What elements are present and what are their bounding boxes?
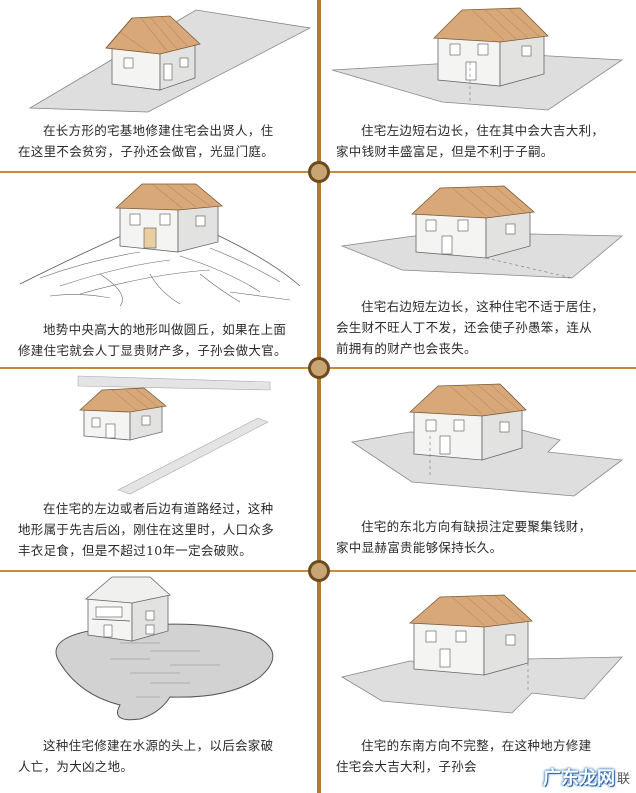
caption-line: 前拥有的财产也会丧失。 (336, 341, 477, 356)
caption-line: 这种住宅修建在水源的头上，以后会家破 (43, 738, 274, 753)
caption-line: 丰衣足食，但是不超过10年一定会破败。 (18, 543, 253, 558)
watermark-logo: 广东龙网 (542, 768, 615, 789)
caption-line: 住宅右边短左边长，这种住宅不适于居住， (361, 299, 605, 314)
panel-caption: 这种住宅修建在水源的头上，以后会家破 人亡，为大凶之地。 (18, 735, 310, 777)
divider-knot-2 (308, 357, 330, 379)
divider-knot-3 (308, 560, 330, 582)
caption-line: 修建住宅就会人丁显贵财产多，子孙会做大官。 (18, 343, 287, 358)
panel-rectangular-plot: 在长方形的宅基地修建住宅会出贤人，住 在这里不会贫穷，子孙还会做官，光显门庭。 (0, 0, 316, 170)
caption-line: 住宅左边短右边长，住在其中会大吉大利， (361, 123, 605, 138)
panel-caption: 在住宅的左边或者后边有道路经过，这种 地形属于先吉后凶，刚住在这里时，人口众多 … (18, 498, 310, 561)
caption-line: 地形属于先吉后凶，刚住在这里时，人口众多 (18, 522, 275, 537)
caption-line: 人亡，为大凶之地。 (18, 759, 134, 774)
caption-line: 家中显赫富贵能够保持长久。 (336, 540, 503, 555)
panel-caption: 住宅的东北方向有缺损注定要聚集钱财， 家中显赫富贵能够保持长久。 (336, 516, 628, 558)
caption-line: 住宅的东南方向不完整，在这种地方修建 (361, 738, 592, 753)
panel-caption: 住宅的东南方向不完整，在这种地方修建 住宅会大吉大利，子孙会 (336, 735, 628, 777)
road-behind-illustration (77, 375, 271, 495)
caption-line: 住宅会大吉大利，子孙会 (336, 759, 477, 774)
caption-line: 家中钱财丰盛富足，但是不利于子嗣。 (336, 144, 554, 159)
panel-left-short-right-long: 住宅左边短右边长，住在其中会大吉大利， 家中钱财丰盛富足，但是不利于子嗣。 (322, 0, 636, 170)
panel-road-behind: 在住宅的左边或者后边有道路经过，这种 地形属于先吉后凶，刚住在这里时，人口众多 … (0, 370, 316, 568)
house-right-short-illustration (340, 185, 624, 279)
house-left-short-illustration (331, 7, 624, 111)
caption-line: 在长方形的宅基地修建住宅会出贤人，住 (43, 123, 274, 138)
panel-southeast-incomplete: 住宅的东南方向不完整，在这种地方修建 住宅会大吉大利，子孙会 (322, 573, 636, 793)
rectangular-plot-illustration (28, 9, 312, 113)
panel-round-hill: 地势中央高大的地形叫做圆丘，如果在上面 修建住宅就会人丁显贵财产多，子孙会做大官… (0, 174, 316, 366)
caption-line: 住宅的东北方向有缺损注定要聚集钱财， (361, 519, 592, 534)
round-hill-illustration (19, 183, 301, 307)
house-southeast-incomplete-illustration (340, 594, 623, 714)
center-divider (317, 0, 321, 793)
caption-line: 在这里不会贫穷，子孙还会做官，光显门庭。 (18, 144, 275, 159)
panel-caption: 住宅右边短左边长，这种住宅不适于居住， 会生财不旺人丁不发，还会使子孙愚笨，连从… (336, 296, 628, 359)
water-source-illustration (55, 576, 274, 721)
panel-caption: 住宅左边短右边长，住在其中会大吉大利， 家中钱财丰盛富足，但是不利于子嗣。 (336, 120, 626, 162)
watermark-sub: 联 (616, 771, 630, 787)
caption-line: 会生财不旺人丁不发，还会使子孙愚笨，连从 (336, 320, 593, 335)
divider-knot-1 (308, 161, 330, 183)
caption-line: 在住宅的左边或者后边有道路经过，这种 (43, 501, 274, 516)
panel-caption: 在长方形的宅基地修建住宅会出贤人，住 在这里不会贫穷，子孙还会做官，光显门庭。 (18, 120, 308, 162)
panel-northeast-missing: 住宅的东北方向有缺损注定要聚集钱财， 家中显赫富贵能够保持长久。 (322, 370, 636, 568)
panel-right-short-left-long: 住宅右边短左边长，这种住宅不适于居住， 会生财不旺人丁不发，还会使子孙愚笨，连从… (322, 174, 636, 366)
house-northeast-missing-illustration (350, 383, 624, 497)
caption-line: 地势中央高大的地形叫做圆丘，如果在上面 (43, 322, 287, 337)
panel-water-source: 这种住宅修建在水源的头上，以后会家破 人亡，为大凶之地。 (0, 573, 316, 793)
panel-caption: 地势中央高大的地形叫做圆丘，如果在上面 修建住宅就会人丁显贵财产多，子孙会做大官… (18, 319, 310, 361)
watermark: 广东龙网 联 (543, 765, 630, 789)
